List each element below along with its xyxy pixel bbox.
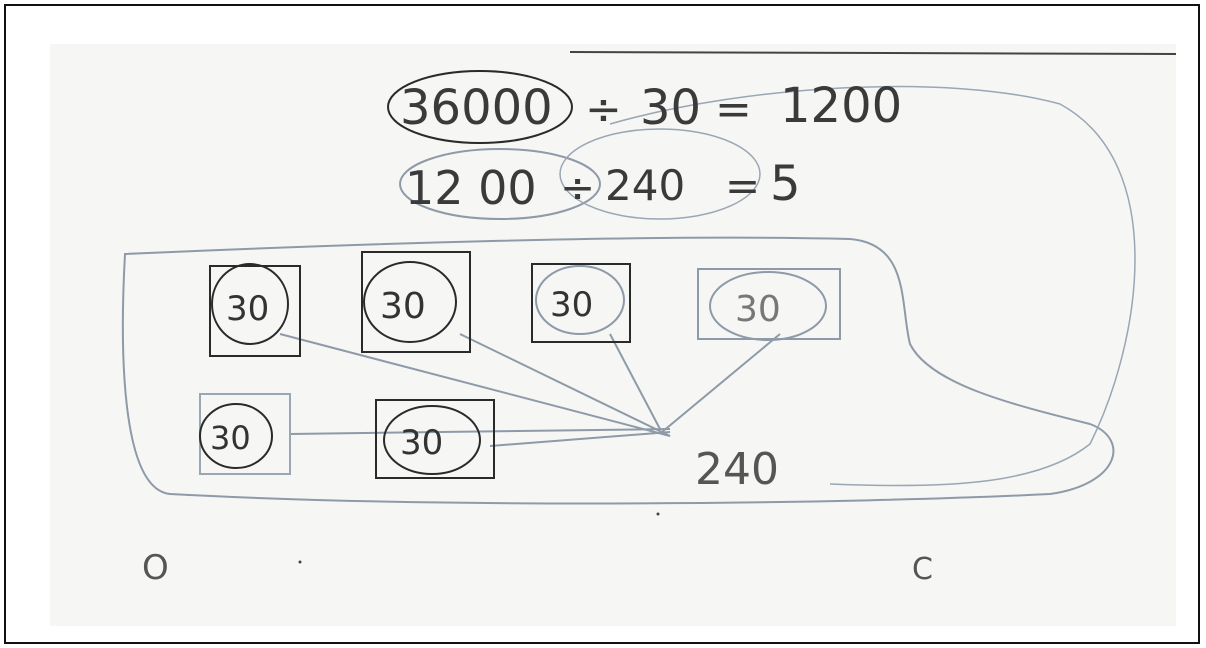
eq2-result: 5 [770, 156, 801, 212]
connector-lines [279, 333, 781, 447]
paper-scan: 36000 ÷ 30 = 1200 12 00 ÷ 240 = 5 [50, 44, 1176, 626]
box-1: 30 [209, 263, 301, 357]
box-6-label: 30 [400, 423, 443, 463]
eq1-result: 1200 [780, 78, 902, 134]
equation-row-2: 12 00 ÷ 240 = 5 [399, 128, 801, 220]
handwritten-drawing: 36000 ÷ 30 = 1200 12 00 ÷ 240 = 5 [121, 51, 1176, 588]
box-4-label: 30 [735, 289, 781, 330]
eq1-divisor: 30 [640, 80, 701, 136]
box-5: 30 [199, 393, 291, 475]
image-frame: 36000 ÷ 30 = 1200 12 00 ÷ 240 = 5 [4, 4, 1200, 644]
eq2-equals: = [725, 161, 760, 210]
eq1-dividend: 36000 [400, 80, 553, 136]
box-1-label: 30 [226, 289, 269, 329]
equation-row-1: 36000 ÷ 30 = 1200 [387, 70, 902, 144]
total-240-label: 240 [695, 444, 779, 495]
box-3-label: 30 [550, 285, 593, 325]
eq2-divisor: 240 [605, 161, 685, 210]
eq2-dividend: 12 00 [405, 161, 537, 215]
box-2-label: 30 [380, 286, 426, 327]
box-6: 30 [375, 399, 495, 479]
box-5-label: 30 [210, 419, 251, 457]
eq2-operator: ÷ [560, 163, 595, 212]
stray-mark-right: C [912, 552, 933, 587]
box-2: 30 [361, 251, 471, 353]
eq1-operator: ÷ [585, 84, 622, 135]
enclosing-loop [121, 236, 1115, 505]
stray-mark-left: O [142, 548, 169, 588]
eq1-equals: = [715, 84, 752, 135]
box-3: 30 [531, 263, 631, 343]
box-4: 30 [697, 268, 841, 341]
